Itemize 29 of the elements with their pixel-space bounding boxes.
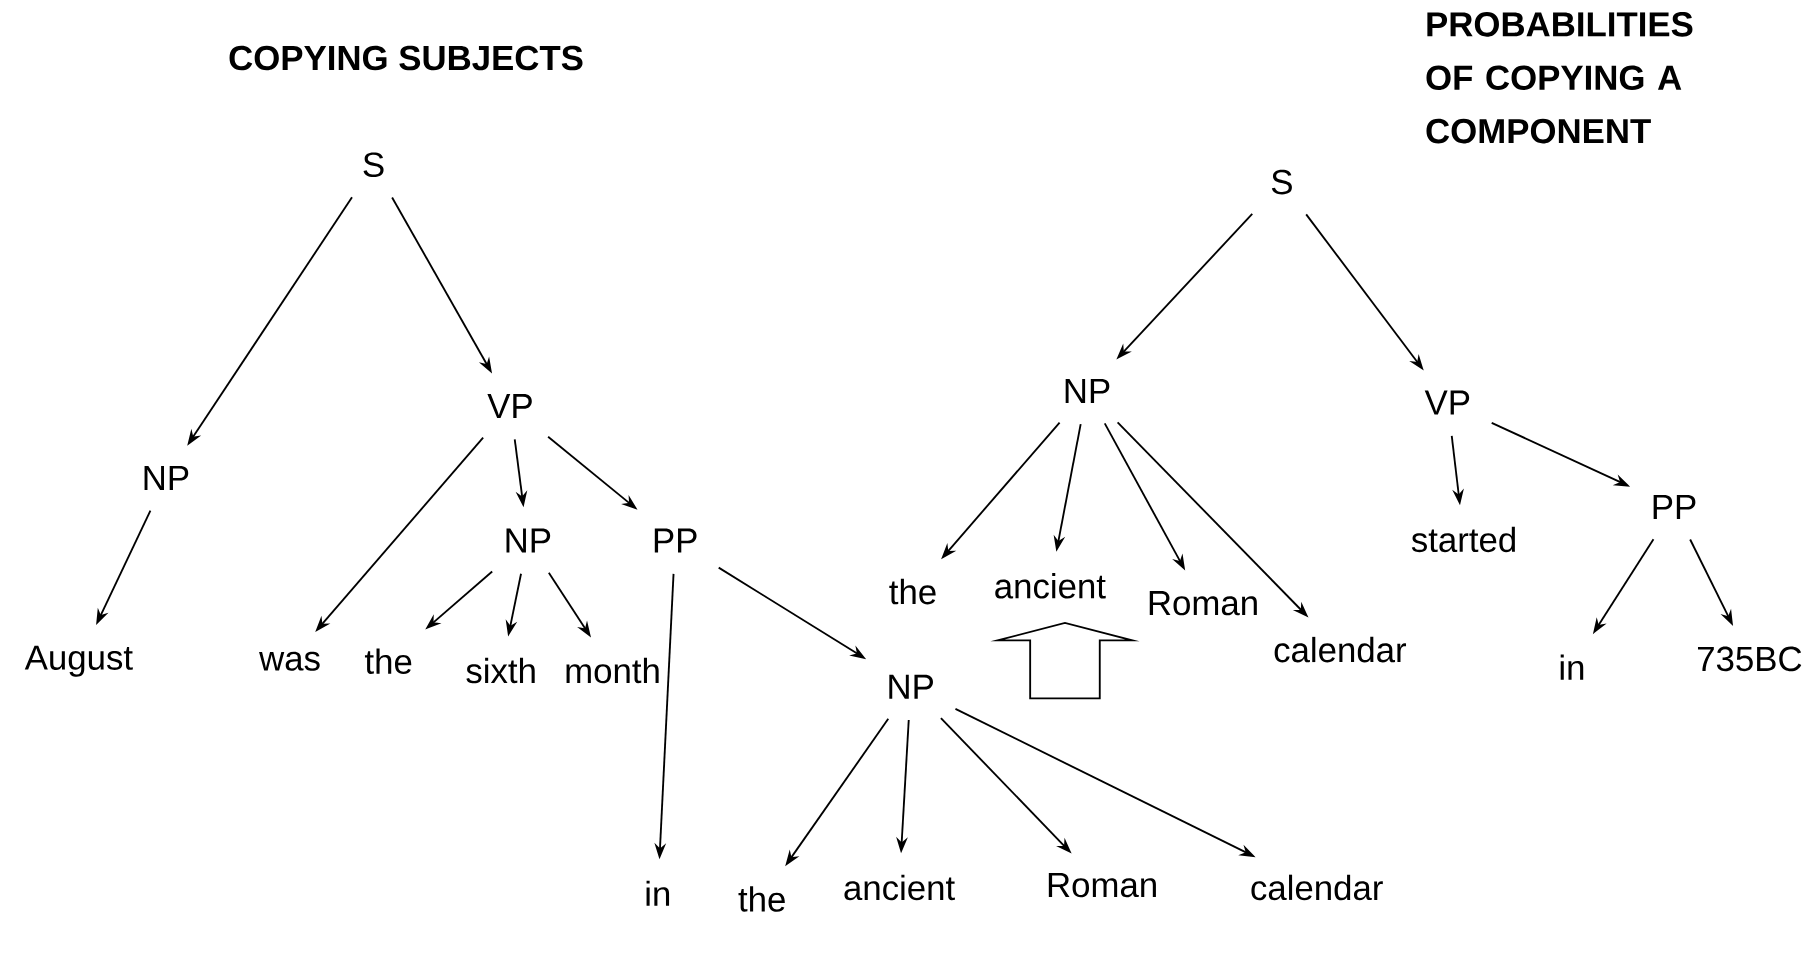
tree-label: S bbox=[1271, 169, 1292, 195]
tree-label: month bbox=[566, 657, 659, 684]
tree-label: ancient bbox=[995, 572, 1106, 599]
tree-label: PP bbox=[654, 528, 697, 553]
tree-label: S bbox=[363, 152, 384, 177]
tree-label: in bbox=[1560, 654, 1584, 680]
tree-label: the bbox=[364, 648, 412, 674]
tree-label: August bbox=[24, 645, 133, 677]
heading: COPYING SUBJECTS bbox=[229, 45, 583, 71]
tree-label: sixth bbox=[466, 657, 535, 684]
tree-label: started bbox=[1411, 526, 1515, 553]
tree-label: VP bbox=[487, 393, 532, 418]
tree-label: NP bbox=[1065, 378, 1110, 403]
tree-label: the bbox=[738, 886, 785, 912]
tree-label: 735BC bbox=[1698, 646, 1802, 672]
heading: PROBABILITIES OF COPYING A COMPONENT bbox=[1426, 11, 1693, 144]
tree-label: NP bbox=[506, 528, 551, 553]
tree-label: VP bbox=[1424, 390, 1470, 415]
tree-label: Roman bbox=[1149, 590, 1257, 616]
tree-label: NP bbox=[144, 465, 189, 490]
tree-label: in bbox=[646, 880, 670, 906]
tree-label: calendar bbox=[1251, 874, 1383, 901]
tree-label: was bbox=[259, 651, 320, 671]
tree-label: the bbox=[889, 578, 936, 605]
tree-label: calendar bbox=[1274, 636, 1406, 663]
tree-label: PP bbox=[1653, 494, 1696, 519]
tree-label: ancient bbox=[844, 874, 955, 901]
tree-label: Roman bbox=[1048, 872, 1156, 898]
tree-label: NP bbox=[889, 674, 933, 699]
